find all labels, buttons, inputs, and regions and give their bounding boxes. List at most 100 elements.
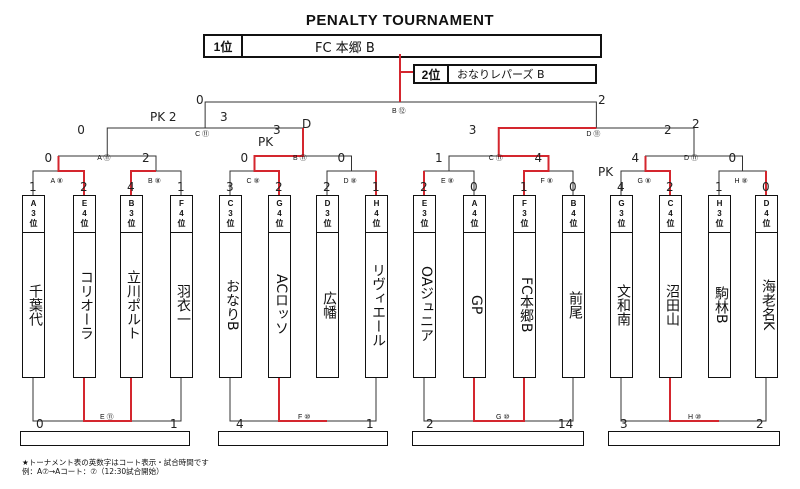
final-label: B ⑫ (392, 107, 406, 115)
match-label-r1: D ⑧ (344, 177, 357, 185)
winner-path (278, 378, 327, 422)
team-name: おなりB (224, 278, 240, 331)
match-label-r1: A ⑧ (51, 177, 64, 185)
winner-path (57, 156, 85, 195)
team-seed-part: 3 (422, 209, 427, 218)
final-score: 2 (598, 93, 606, 107)
team-name: リヴィエール (370, 262, 386, 347)
team-seed-part: 4 (668, 209, 673, 218)
sf-score: 2 (692, 117, 700, 131)
result-box-2 (218, 431, 388, 446)
team-score: 3 (226, 180, 234, 194)
bottom-match-label: H ⑩ (688, 413, 701, 421)
team-name: GP (468, 294, 484, 315)
team-seed-part: H (716, 199, 723, 208)
team-score: 2 (666, 180, 674, 194)
team-name: ACロッソ (273, 273, 289, 336)
final-score: 0 (196, 93, 204, 107)
team-name: コリオーラ (78, 269, 94, 340)
sf-score: D (302, 117, 311, 131)
team-seed-part: 3 (129, 209, 134, 218)
team-seed-part: 位 (29, 219, 38, 228)
bottom-score: 2 (756, 417, 764, 431)
r1-score: 0 (729, 151, 737, 165)
team-score: 1 (715, 180, 723, 194)
winner-path (130, 170, 156, 195)
team-seed-part: D (763, 199, 770, 208)
team-score: 1 (520, 180, 528, 194)
team-seed-part: B (128, 199, 135, 208)
bottom-match-label: F ⑩ (298, 413, 311, 421)
team-seed-part: C (667, 199, 674, 208)
team-seed-part: 位 (420, 219, 429, 228)
team-seed-part: 4 (179, 209, 184, 218)
team-name: 千葉代 (27, 283, 43, 326)
team-name: 羽衣一 (175, 283, 191, 326)
r1-score: 0 (45, 151, 53, 165)
r2-score: 0 (77, 123, 85, 137)
team-seed-part: 位 (127, 219, 136, 228)
winner-path (83, 378, 132, 422)
team-score: 0 (762, 180, 770, 194)
team-seed-part: 4 (374, 209, 379, 218)
team-score: 4 (617, 180, 625, 194)
r1-score: 0 (241, 151, 249, 165)
second-place-box: 2位 おなりレパーズ B (413, 64, 597, 84)
team-name: 広幡 (321, 290, 337, 319)
winner-path (253, 128, 304, 195)
team-seed-part: 位 (520, 219, 529, 228)
team-seed-part: 3 (717, 209, 722, 218)
team-seed-part: D (324, 199, 331, 208)
match-label-r1: F ⑧ (541, 177, 554, 185)
match-label-r1: C ⑧ (247, 177, 260, 185)
first-place-winner: FC 本郷 B (315, 40, 375, 56)
team-seed-part: 位 (323, 219, 332, 228)
team-seed-part: H (373, 199, 380, 208)
team-seed-part: F (522, 199, 527, 208)
second-place-rank: 2位 (415, 66, 449, 82)
team-score: 0 (470, 180, 478, 194)
team-seed-part: 位 (226, 219, 235, 228)
team-name: 前尾 (567, 290, 583, 319)
second-place-winner: おなりレパーズ B (457, 68, 545, 81)
team-name: OAジュニア (418, 266, 434, 343)
result-box-4 (608, 431, 780, 446)
result-box-1 (20, 431, 190, 446)
bottom-match-label: E ⑪ (100, 413, 114, 421)
team-seed-part: 3 (619, 209, 624, 218)
team-score: 1 (177, 180, 185, 194)
result-box-3 (412, 431, 584, 446)
team-seed-part: 位 (80, 219, 89, 228)
team-name: 駒林B (713, 285, 729, 324)
note-line-2: 例：A⑦→Aコート：⑦（12:30試合開始） (22, 467, 164, 476)
bottom-score: 1 (366, 417, 374, 431)
team-seed-part: 3 (325, 209, 330, 218)
team-seed-part: E (421, 199, 428, 208)
team-seed-part: A (471, 199, 478, 208)
team-score: 4 (127, 180, 135, 194)
bottom-score: 0 (36, 417, 44, 431)
team-seed-part: 4 (472, 209, 477, 218)
bottom-score: 14 (558, 417, 573, 431)
team-score: 2 (323, 180, 331, 194)
team-seed-part: A (30, 199, 37, 208)
